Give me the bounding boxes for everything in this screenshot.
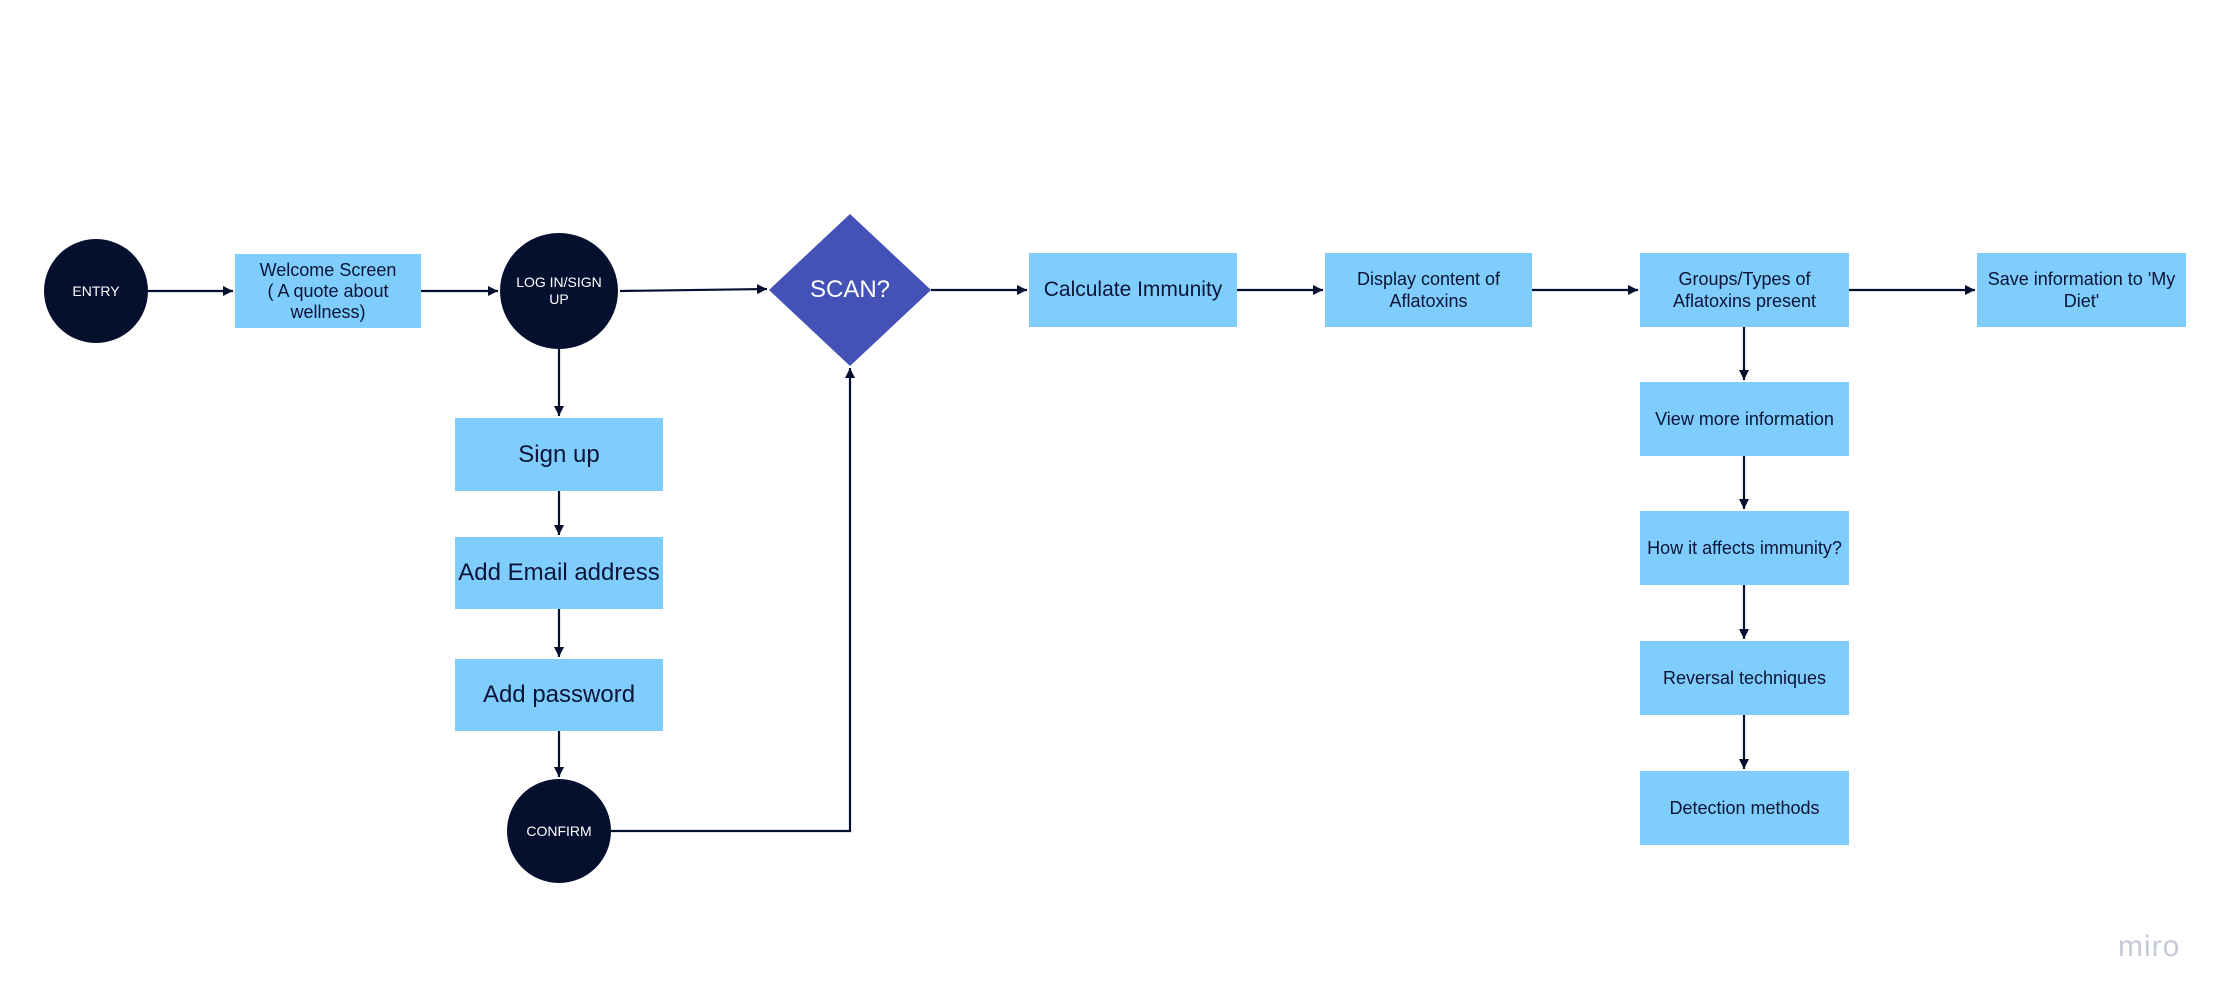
calculate-immunity-label: Calculate Immunity xyxy=(1043,278,1223,301)
add-password-label: Add password xyxy=(482,681,636,708)
entry-node[interactable]: ENTRY xyxy=(44,239,148,343)
scan-decision-label: SCAN? xyxy=(809,276,891,303)
add-password-box[interactable]: Add password xyxy=(455,659,663,731)
calculate-immunity-box[interactable]: Calculate Immunity xyxy=(1029,253,1237,327)
scan-decision-node[interactable]: SCAN? xyxy=(769,214,931,366)
entry-label: ENTRY xyxy=(72,282,120,299)
groups-types-box[interactable]: Groups/Types of Aflatoxins present xyxy=(1640,253,1849,327)
detection-methods-label: Detection methods xyxy=(1669,797,1820,818)
detection-methods-box[interactable]: Detection methods xyxy=(1640,771,1849,845)
confirm-label: CONFIRM xyxy=(526,822,592,839)
affects-immunity-box[interactable]: How it affects immunity? xyxy=(1640,511,1849,585)
scan-decision-diamond xyxy=(769,214,931,366)
connector-login-scan xyxy=(619,284,768,295)
display-aflatoxins-box[interactable]: Display content of Aflatoxins xyxy=(1325,253,1532,327)
affects-immunity-label: How it affects immunity? xyxy=(1647,537,1842,558)
display-aflatoxins-label: Display content of Aflatoxins xyxy=(1356,269,1501,311)
sign-up-box[interactable]: Sign up xyxy=(455,418,663,491)
reversal-techniques-box[interactable]: Reversal techniques xyxy=(1640,641,1849,715)
confirm-node[interactable]: CONFIRM xyxy=(507,779,611,883)
groups-types-label: Groups/Types of Aflatoxins present xyxy=(1672,269,1817,311)
save-my-diet-box[interactable]: Save information to 'My Diet' xyxy=(1977,253,2186,327)
view-more-info-box[interactable]: View more information xyxy=(1640,382,1849,456)
welcome-screen-label: Welcome Screen ( A quote about wellness) xyxy=(259,259,397,322)
connector-confirm-scan xyxy=(611,368,855,833)
add-email-label: Add Email address xyxy=(458,559,660,586)
miro-watermark: miro xyxy=(2118,930,2181,963)
login-signup-label: LOG IN/SIGN UP xyxy=(516,274,602,307)
add-email-box[interactable]: Add Email address xyxy=(455,537,663,609)
save-my-diet-label: Save information to 'My Diet' xyxy=(1987,269,2176,311)
reversal-techniques-label: Reversal techniques xyxy=(1662,667,1827,688)
sign-up-label: Sign up xyxy=(518,440,600,468)
welcome-screen-box[interactable]: Welcome Screen ( A quote about wellness) xyxy=(235,254,421,328)
view-more-info-label: View more information xyxy=(1655,408,1834,429)
login-signup-node[interactable]: LOG IN/SIGN UP xyxy=(500,233,618,349)
